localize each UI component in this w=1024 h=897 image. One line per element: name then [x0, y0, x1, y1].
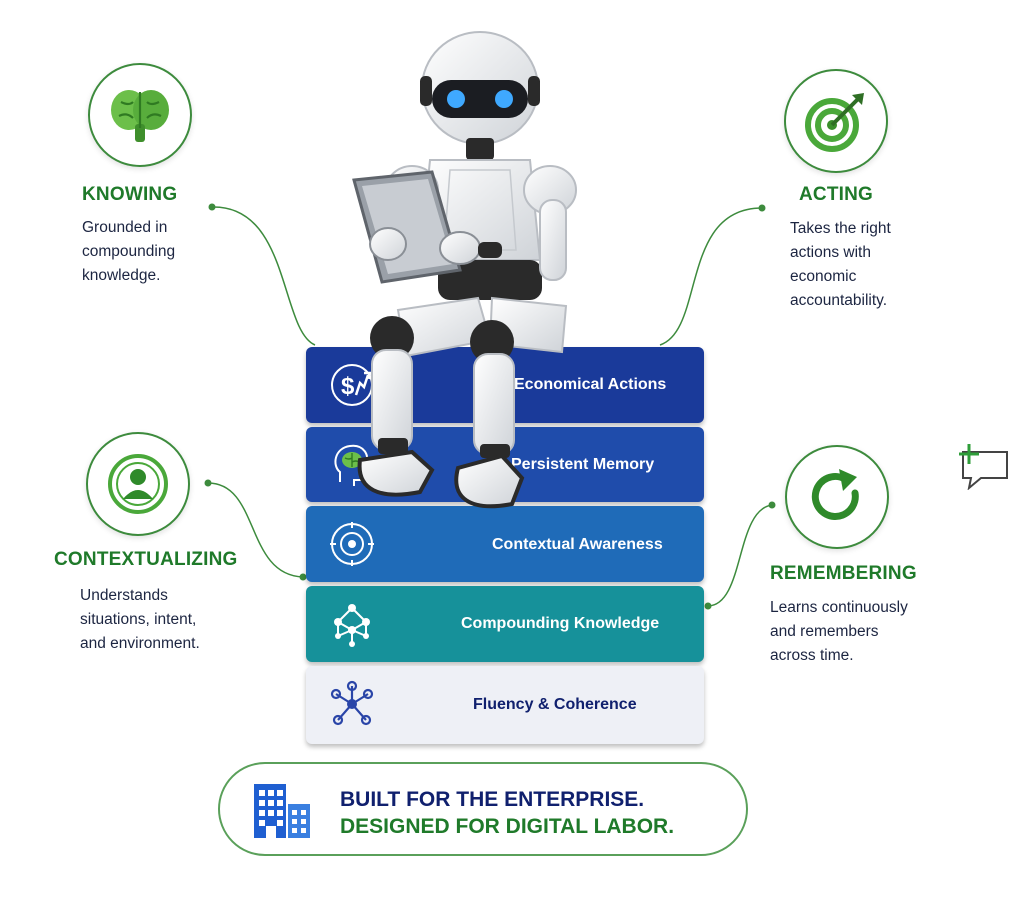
stack-label: Compounding Knowledge: [461, 615, 660, 632]
svg-text:$: $: [341, 373, 355, 400]
brain-icon: [111, 90, 169, 142]
enterprise-banner: BUILT FOR THE ENTERPRISE. DESIGNED FOR D…: [218, 762, 748, 856]
hub-icon: [330, 680, 374, 726]
acting-title: ACTING: [799, 184, 874, 205]
connector-remembering-end-dot: [704, 602, 712, 610]
knowing-desc: Grounded in compounding knowledge.: [82, 216, 175, 288]
remembering-desc-line: across time.: [770, 647, 854, 664]
stack-label: Economical Actions: [514, 376, 667, 393]
contextualizing-title: CONTEXTUALIZING: [54, 549, 238, 570]
stack-layer-compounding-knowledge: Compounding Knowledge: [306, 586, 704, 662]
contextualizing-desc-line: and environment.: [80, 635, 200, 652]
stack-layer-fluency-coherence: Fluency & Coherence: [306, 666, 704, 744]
knowing-circle: [88, 63, 192, 167]
network-icon: [334, 604, 370, 647]
stack-label: Fluency & Coherence: [473, 696, 637, 713]
knowing-desc-line: Grounded in: [82, 219, 168, 236]
contextualizing-desc-line: Understands: [80, 587, 168, 604]
contextualizing-desc-line: situations, intent,: [80, 611, 197, 628]
knowing-desc-line: knowledge.: [82, 267, 161, 284]
robot-with-tablet-icon: [352, 31, 577, 509]
connector-contextualizing: [207, 482, 304, 578]
acting-desc-line: economic: [790, 268, 857, 285]
acting-desc-line: Takes the right: [790, 220, 891, 237]
add-comment-icon[interactable]: [955, 442, 1011, 490]
banner-line-1: BUILT FOR THE ENTERPRISE.: [340, 788, 645, 811]
acting-circle: [784, 69, 888, 173]
acting-desc-line: accountability.: [790, 292, 888, 309]
remembering-desc: Learns continuously and remembers across…: [770, 596, 908, 668]
connector-knowing-dot: [208, 203, 216, 211]
contextualizing-circle: [86, 432, 190, 536]
radar-icon: [330, 522, 374, 566]
remembering-desc-line: Learns continuously: [770, 599, 908, 616]
knowing-desc-line: compounding: [82, 243, 176, 260]
remembering-circle: [785, 445, 889, 549]
connector-remembering-dot: [768, 501, 776, 509]
stack-label: Contextual Awareness: [492, 536, 663, 553]
acting-desc-line: actions with: [790, 244, 871, 261]
connector-contextualizing-dot: [204, 479, 212, 487]
banner-line-2: DESIGNED FOR DIGITAL LABOR.: [340, 815, 675, 838]
knowing-title: KNOWING: [82, 184, 178, 205]
connector-contextualizing-end-dot: [299, 573, 307, 581]
stack-label: Persistent Memory: [511, 456, 655, 473]
contextualizing-desc: Understands situations, intent, and envi…: [80, 584, 200, 656]
building-icon: [254, 784, 310, 838]
connector-acting-dot: [758, 204, 766, 212]
stack-layer-contextual-awareness: Contextual Awareness: [306, 506, 704, 582]
remembering-title: REMEMBERING: [770, 563, 917, 584]
acting-desc: Takes the right actions with economic ac…: [790, 217, 891, 313]
remembering-desc-line: and remembers: [770, 623, 879, 640]
connector-knowing: [211, 206, 316, 346]
person-focus-icon: [108, 454, 168, 514]
connector-remembering: [707, 504, 773, 607]
connector-acting: [659, 207, 763, 346]
refresh-arrow-icon: [811, 469, 859, 520]
target-arrow-icon: [805, 93, 864, 152]
